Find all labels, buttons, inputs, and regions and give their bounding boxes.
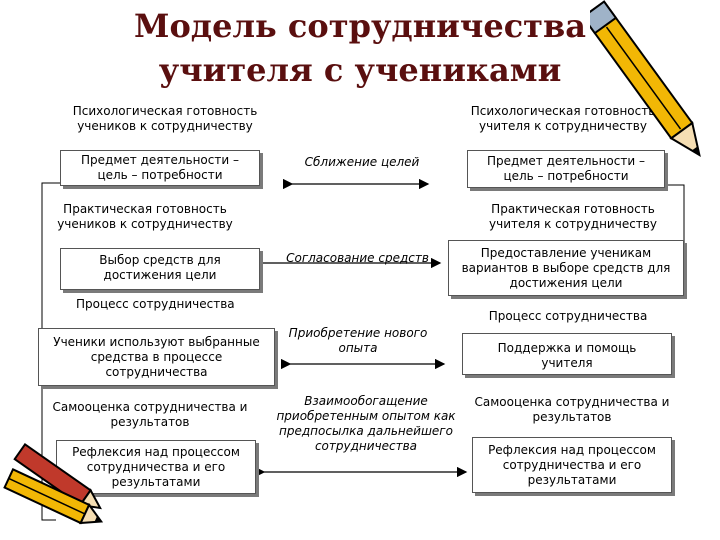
left-process-label: Процесс сотрудничества <box>76 297 235 311</box>
right-self-assessment: Самооценка сотрудничества и результатов <box>474 395 670 424</box>
pencil-icon <box>590 0 701 157</box>
right-support-box: Поддержка и помощь учителя <box>462 333 672 375</box>
right-options-box: Предоставление ученикам вариантов в выбо… <box>448 240 684 296</box>
center-means-label: Согласование средств <box>286 251 429 265</box>
left-reflection-box: Рефлексия над процессом сотрудничества и… <box>56 440 256 494</box>
left-choice-box: Выбор средств для достижения цели <box>60 248 260 290</box>
right-practical-readiness: Практическая готовность учителя к сотруд… <box>489 202 657 231</box>
left-psych-readiness: Психологическая готовность учеников к со… <box>72 104 258 133</box>
left-self-assessment: Самооценка сотрудничества и результатов <box>52 400 248 429</box>
title-line-1: Модель сотрудничества <box>134 7 586 45</box>
right-reflection-box: Рефлексия над процессом сотрудничества и… <box>472 437 672 493</box>
pencils-icon <box>3 442 104 525</box>
right-bracket-line <box>665 184 685 298</box>
right-psych-readiness: Психологическая готовность учителя к сот… <box>470 104 656 133</box>
left-students-use-box: Ученики используют выбранные средства в … <box>38 328 275 386</box>
right-subject-box: Предмет деятельности – цель – потребност… <box>467 150 665 188</box>
right-process-label: Процесс сотрудничества <box>488 309 648 323</box>
page-title: Модель сотрудничества учителя с ученикам… <box>110 4 610 92</box>
left-subject-box: Предмет деятельности – цель – потребност… <box>60 150 260 186</box>
title-line-2: учителя с учениками <box>158 51 562 89</box>
left-practical-readiness: Практическая готовность учеников к сотру… <box>57 202 233 231</box>
center-goals-label: Сближение целей <box>304 155 420 169</box>
center-enrichment-label: Взаимообогащение приобретенным опытом ка… <box>276 394 456 453</box>
center-experience-label: Приобретение нового опыта <box>288 326 428 355</box>
